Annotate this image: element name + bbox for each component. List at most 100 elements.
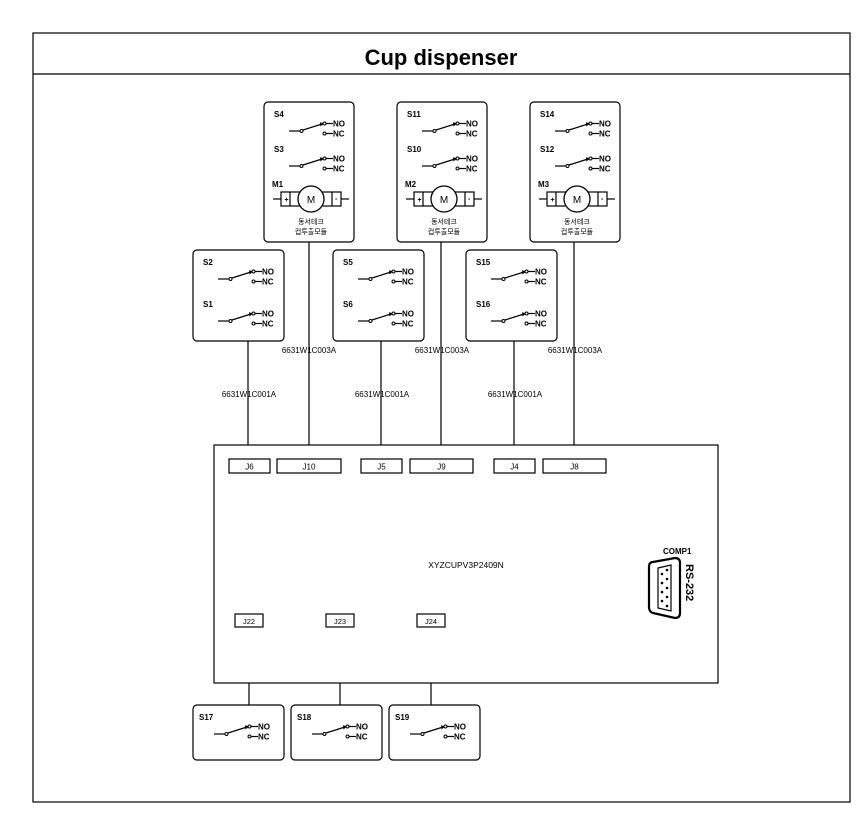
switch-common-terminal (432, 129, 437, 133)
connector-j8: J8 (542, 458, 607, 474)
switch-no-terminal (455, 156, 460, 161)
switch-common-terminal (299, 129, 304, 133)
switch-no-label: NO (466, 155, 478, 164)
switch-nc-terminal (455, 166, 460, 171)
switch-common-terminal (224, 732, 229, 736)
switch-label: S15 (476, 258, 491, 267)
switch-common-terminal (228, 319, 233, 323)
switch-no-label: NO (333, 155, 345, 164)
connector-j23: J23 (325, 613, 355, 628)
switch-lever (504, 313, 525, 321)
switch-common-terminal (368, 319, 373, 323)
switch-common-terminal (565, 129, 570, 133)
motor-m1: M1+-M (272, 180, 349, 213)
switch-no-label: NO (599, 120, 611, 129)
switch-common-terminal (228, 277, 233, 281)
switch-nc-label: NC (535, 320, 547, 329)
switch-no-terminal (455, 121, 460, 126)
motor-plus-sign: + (551, 197, 555, 204)
cable-label: 6631W1C003A (548, 346, 603, 355)
switch-nc-label: NC (262, 320, 274, 329)
board-outline (213, 444, 719, 684)
switch-nc-label: NC (333, 130, 345, 139)
switch-nc-terminal (322, 131, 327, 136)
switch-label: S5 (343, 258, 353, 267)
switch-common-terminal (565, 164, 570, 168)
switch-no-terminal (524, 269, 529, 274)
connector-label: J9 (437, 463, 446, 472)
switch-nc-label: NC (356, 733, 368, 742)
switch-nc-label: NC (333, 165, 345, 174)
module-caption: 동서테크 (431, 217, 457, 226)
switch-label: S1 (203, 300, 213, 309)
motor-label: M2 (405, 180, 417, 189)
module-caption: 동서테크 (564, 217, 590, 226)
switch-label: S4 (274, 110, 284, 119)
motor-icon (430, 185, 458, 213)
connector-label: J22 (243, 617, 255, 626)
diagram-title: Cup dispenser (365, 45, 518, 70)
switch-nc-label: NC (599, 165, 611, 174)
switch-lever (435, 158, 456, 166)
connector-j10: J10 (276, 458, 342, 474)
switch-lever (231, 271, 252, 279)
motor-symbol: M (440, 195, 448, 206)
switch-lever (435, 123, 456, 131)
module-caption: 컵투출모듈 (295, 227, 328, 236)
switch-label: S11 (407, 110, 421, 119)
switch-no-terminal (322, 121, 327, 126)
switch-lever (302, 158, 323, 166)
switch-common-terminal (501, 319, 506, 323)
switch-label: S2 (203, 258, 213, 267)
switch-label: S10 (407, 145, 422, 154)
switch-label: S14 (540, 110, 555, 119)
cable-label: 6631W1C001A (355, 390, 410, 399)
switch-nc-terminal (251, 321, 256, 326)
serial-port-label: RS-232 (683, 564, 695, 601)
motor-m3: M3+-M (538, 180, 615, 213)
connector-box (276, 458, 342, 474)
switch-nc-terminal (391, 279, 396, 284)
motor-icon (563, 185, 591, 213)
cable-label: 6631W1C001A (488, 390, 543, 399)
connector-j9: J9 (409, 458, 474, 474)
connector-label: J24 (425, 617, 437, 626)
switch-module-box (332, 249, 425, 342)
switch-nc-label: NC (466, 165, 478, 174)
switch-no-label: NO (258, 723, 270, 732)
switch-nc-terminal (588, 131, 593, 136)
switch-no-label: NO (402, 268, 414, 277)
switch-no-label: NO (466, 120, 478, 129)
connector-box (228, 458, 271, 474)
switch-no-terminal (251, 269, 256, 274)
switch-common-terminal (501, 277, 506, 281)
switch-no-label: NO (356, 723, 368, 732)
connector-box (360, 458, 403, 474)
switch-nc-terminal (524, 279, 529, 284)
switch-lever (302, 123, 323, 131)
connector-j5: J5 (360, 458, 403, 474)
connector-box (325, 613, 355, 628)
switch-common-terminal (368, 277, 373, 281)
db9-connector-icon[interactable] (647, 556, 682, 620)
connector-j4: J4 (493, 458, 536, 474)
switch-no-label: NO (262, 310, 274, 319)
switch-no-terminal (391, 311, 396, 316)
motor-icon (297, 185, 325, 213)
motor-plus-sign: + (418, 197, 422, 204)
switch-lever (423, 726, 444, 734)
switch-nc-label: NC (466, 130, 478, 139)
switch-no-label: NO (535, 268, 547, 277)
